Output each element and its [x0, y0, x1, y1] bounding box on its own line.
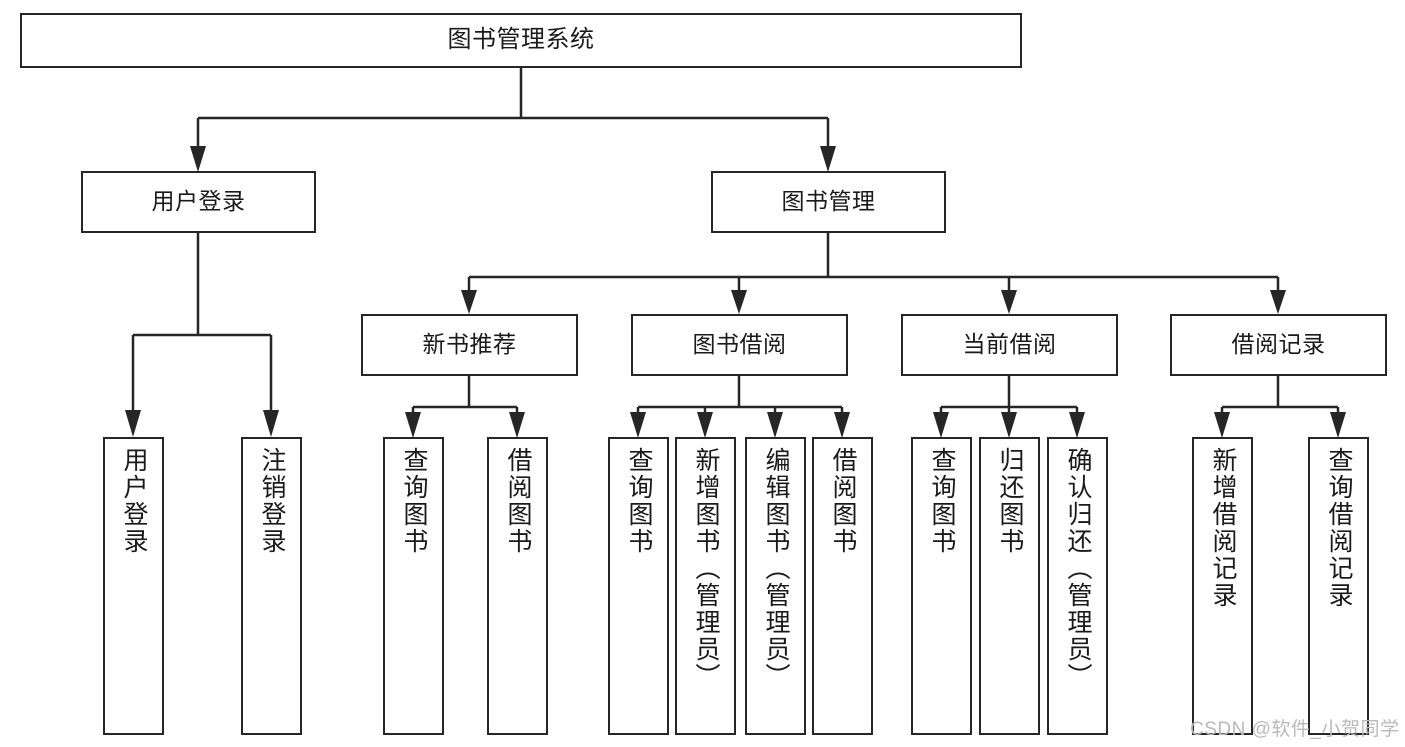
node-label: 注销登录 — [258, 447, 286, 555]
node-user-login[interactable]: 用户登录 — [81, 171, 316, 233]
csdn-watermark: CSDN @软件_小贺同学 — [1190, 719, 1400, 740]
node-label: 图书借阅 — [692, 331, 787, 358]
node-label: 确认归还（管理员） — [1064, 447, 1092, 690]
node-label: 查询图书 — [928, 447, 956, 555]
node-label: 图书管理系统 — [447, 26, 595, 54]
node-current-borrow[interactable]: 当前借阅 — [901, 314, 1118, 376]
node-label: 查询借阅记录 — [1325, 447, 1353, 609]
node-label: 当前借阅 — [962, 331, 1057, 358]
node-book-borrow[interactable]: 图书借阅 — [631, 314, 848, 376]
leaf-query-book-recommend[interactable]: 查询图书 — [383, 437, 444, 735]
leaf-confirm-return-admin[interactable]: 确认归还（管理员） — [1047, 437, 1108, 735]
node-label: 查询图书 — [400, 447, 428, 555]
node-new-book-recommendation[interactable]: 新书推荐 — [361, 314, 578, 376]
node-label: 编辑图书（管理员） — [762, 447, 790, 690]
node-label: 归还图书 — [996, 447, 1024, 555]
leaf-query-borrow-record[interactable]: 查询借阅记录 — [1308, 437, 1369, 735]
node-label: 用户登录 — [151, 188, 246, 215]
leaf-logout[interactable]: 注销登录 — [241, 437, 302, 735]
node-label: 新增图书（管理员） — [692, 447, 720, 690]
node-book-management[interactable]: 图书管理 — [711, 171, 946, 233]
leaf-borrow-book-recommend[interactable]: 借阅图书 — [487, 437, 548, 735]
leaf-borrow-book[interactable]: 借阅图书 — [812, 437, 873, 735]
node-borrow-record[interactable]: 借阅记录 — [1170, 314, 1387, 376]
node-root-system[interactable]: 图书管理系统 — [20, 13, 1022, 68]
node-label: 借阅图书 — [504, 447, 532, 555]
node-label: 用户登录 — [120, 447, 148, 555]
leaf-query-book-borrow[interactable]: 查询图书 — [608, 437, 669, 735]
leaf-user-login[interactable]: 用户登录 — [103, 437, 164, 735]
leaf-query-book-current[interactable]: 查询图书 — [911, 437, 972, 735]
leaf-add-borrow-record[interactable]: 新增借阅记录 — [1192, 437, 1253, 735]
leaf-add-book-admin[interactable]: 新增图书（管理员） — [675, 437, 736, 735]
node-label: 借阅图书 — [829, 447, 857, 555]
leaf-edit-book-admin[interactable]: 编辑图书（管理员） — [745, 437, 806, 735]
node-label: 图书管理 — [781, 188, 876, 215]
node-label: 借阅记录 — [1231, 331, 1326, 358]
leaf-return-book[interactable]: 归还图书 — [979, 437, 1040, 735]
node-label: 新书推荐 — [422, 331, 517, 358]
node-label: 新增借阅记录 — [1209, 447, 1237, 609]
node-label: 查询图书 — [625, 447, 653, 555]
